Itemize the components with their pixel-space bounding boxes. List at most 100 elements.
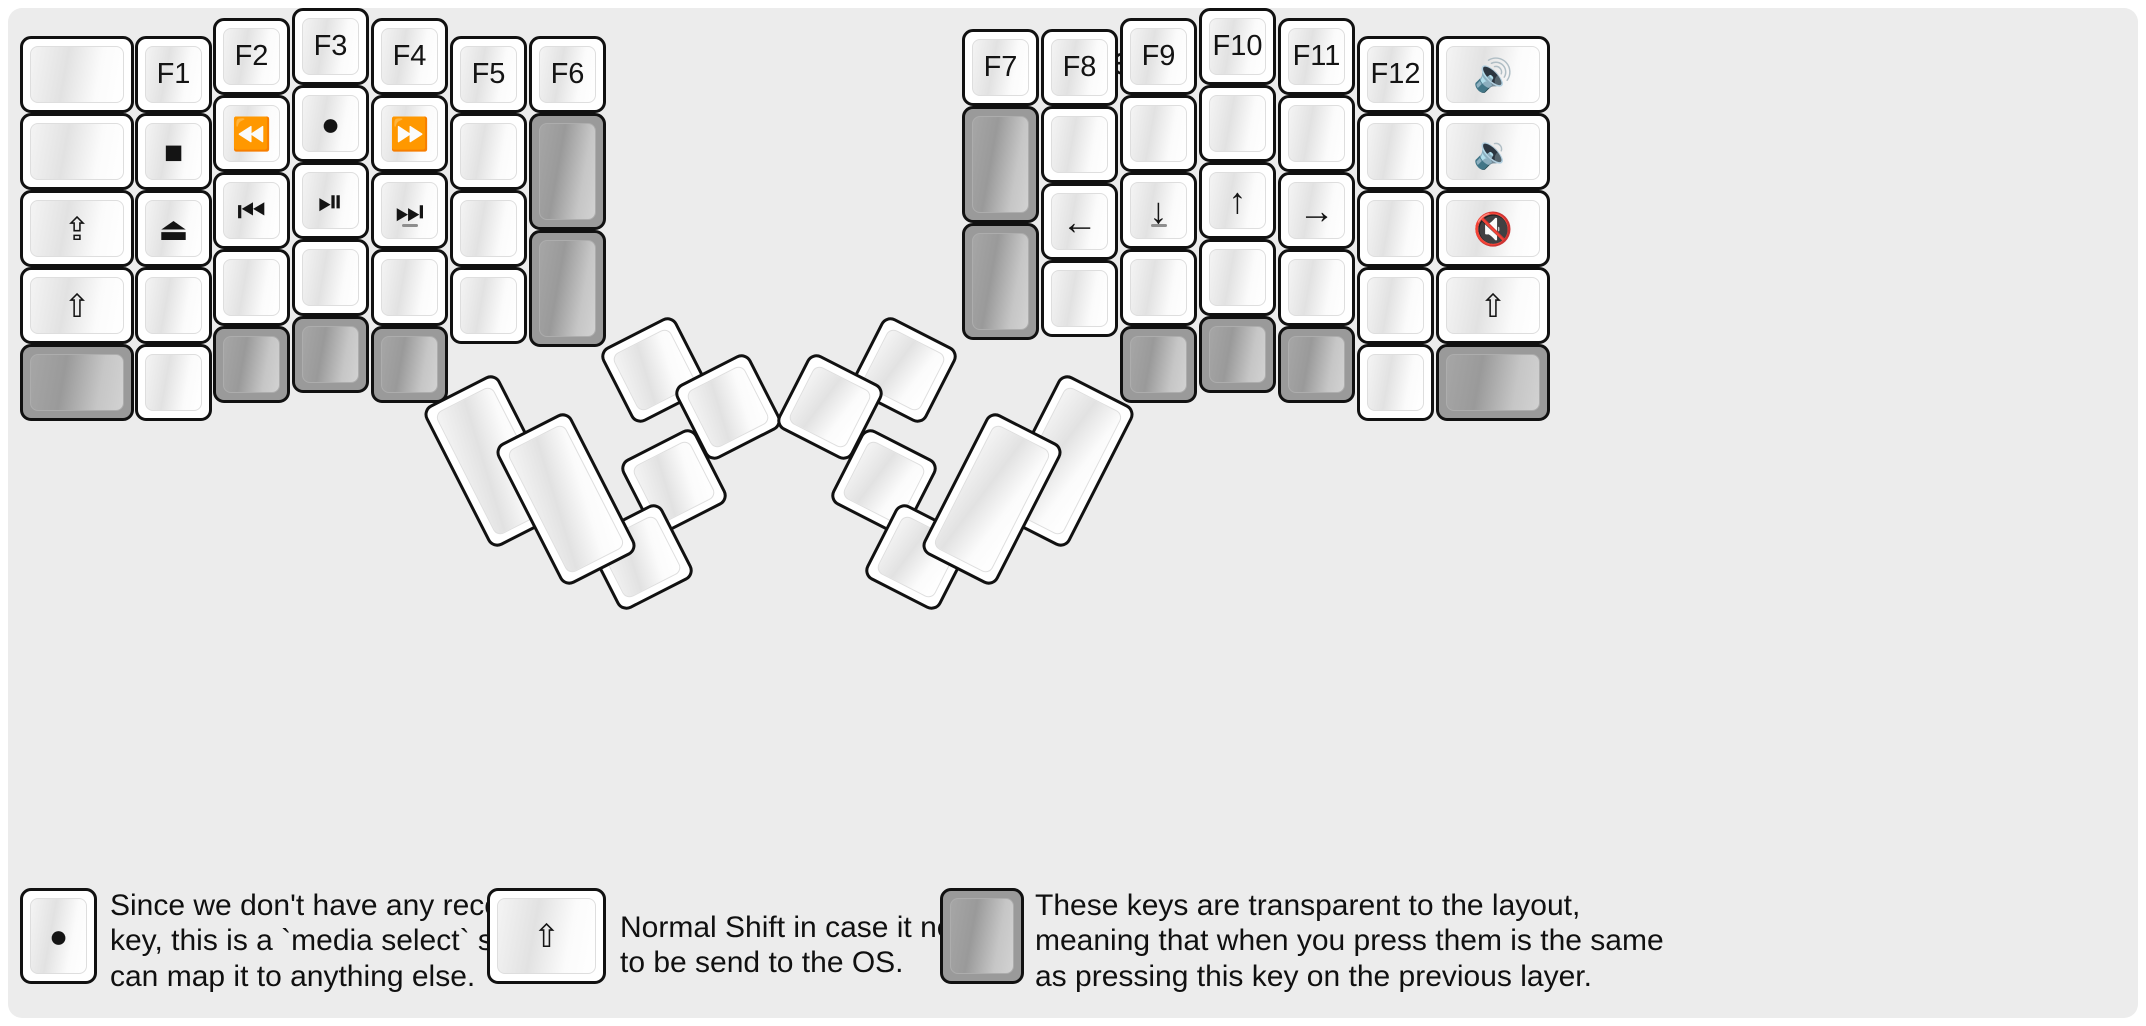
keycap-face: ⏪ [223,105,280,162]
key-index-inner-blank[interactable] [450,267,527,344]
keycap-face [460,123,517,180]
key-pinky-outer-transparent[interactable] [20,344,134,421]
keycap-face: F4 [381,28,438,85]
key-inner-transparent[interactable] [962,223,1039,340]
keycap-face [145,354,202,411]
key-index-transparent[interactable] [1120,326,1197,403]
key-index-inner-arrow-left[interactable]: ← [1041,183,1118,260]
keycap-face [1288,105,1345,162]
key-pinky-f1[interactable]: F1 [135,36,212,113]
keycap-face [539,240,596,337]
legend-keycap-face: ⇧ [497,898,596,974]
key-middle-transparent[interactable] [292,316,369,393]
key-index-inner-f5[interactable]: F5 [450,36,527,113]
key-middle-f3[interactable]: F3 [292,8,369,85]
key-ring-arrow-right[interactable]: → [1278,172,1355,249]
key-pinky-blank[interactable] [1357,344,1434,421]
key-inner-f7[interactable]: F7 [962,29,1039,106]
key-legend-index-f4: F4 [392,40,427,72]
keycap-face: → [1288,182,1345,239]
key-index-inner-blank[interactable] [450,113,527,190]
key-pinky-eject[interactable]: ⏏ [135,190,212,267]
key-ring-transparent[interactable] [1278,326,1355,403]
keycap-face [1367,123,1424,180]
keycap-face [460,277,517,334]
key-pinky-blank[interactable] [1357,267,1434,344]
legend-key-record-note: ● [20,888,97,984]
keycap-face [223,336,280,393]
key-inner-transparent[interactable] [529,113,606,230]
keycap-face: ⇧ [30,277,124,334]
key-pinky-outer-transparent[interactable] [1436,344,1550,421]
key-ring-f11[interactable]: F11 [1278,18,1355,95]
key-index-arrow-down[interactable]: ↓ [1120,172,1197,249]
homing-bar-icon [1150,224,1167,227]
key-middle-f10[interactable]: F10 [1199,8,1276,85]
legend-key-shift-note: ⇧ [487,888,606,984]
key-pinky-blank[interactable] [1357,113,1434,190]
keycap-face: ← [1051,193,1108,250]
key-legend-middle-f3: F3 [313,30,348,62]
key-pinky-blank[interactable] [135,344,212,421]
key-middle-record[interactable]: ● [292,85,369,162]
key-pinky-blank[interactable] [1357,190,1434,267]
keycap-face [30,354,124,411]
keycap-face: F12 [1367,46,1424,103]
key-ring-blank[interactable] [1278,249,1355,326]
key-inner-transparent[interactable] [962,106,1039,223]
key-middle-transparent[interactable] [1199,316,1276,393]
key-index-blank[interactable] [1120,95,1197,172]
key-pinky-outer-blank[interactable] [20,113,134,190]
key-ring-transparent[interactable] [213,326,290,403]
key-legend-inner-f7: F7 [983,51,1018,83]
key-middle-arrow-up[interactable]: ↑ [1199,162,1276,239]
key-pinky-outer-blank[interactable] [20,36,134,113]
key-pinky-outer-volume-up[interactable]: 🔊 [1436,36,1550,113]
keycap-face [1367,200,1424,257]
keycap-face [1446,354,1540,411]
key-pinky-outer-shift[interactable]: ⇧ [20,267,134,344]
key-pinky-stop[interactable]: ■ [135,113,212,190]
key-index-inner-blank[interactable] [450,190,527,267]
key-middle-play-pause[interactable]: ⏯ [292,162,369,239]
key-index-f9[interactable]: F9 [1120,18,1197,95]
legend-key-transparent-note [940,888,1024,984]
key-index-fast-forward[interactable]: ⏩ [371,95,448,172]
key-index-blank[interactable] [371,249,448,326]
keycap-face: F2 [223,28,280,85]
key-index-inner-blank[interactable] [1041,260,1118,337]
keycap-face: ⇪ [30,200,124,257]
keycap-face: F9 [1130,28,1187,85]
keycap-face: F3 [302,18,359,75]
key-pinky-outer-volume-down[interactable]: 🔉 [1436,113,1550,190]
key-index-blank[interactable] [1120,249,1197,326]
key-pinky-f12[interactable]: F12 [1357,36,1434,113]
keycap-face [30,123,124,180]
key-legend-index-next-track: ⏭ [395,192,424,229]
key-index-f4[interactable]: F4 [371,18,448,95]
key-middle-blank[interactable] [1199,239,1276,316]
key-inner-f6[interactable]: F6 [529,36,606,113]
keycap-face [1130,336,1187,393]
key-legend-pinky-outer-volume-up: 🔊 [1473,56,1513,93]
key-pinky-outer-volume-mute[interactable]: 🔇 [1436,190,1550,267]
key-pinky-outer-shift[interactable]: ⇧ [1436,267,1550,344]
key-ring-prev-track[interactable]: ⏮ [213,172,290,249]
key-pinky-blank[interactable] [135,267,212,344]
key-pinky-outer-caps-lock[interactable]: ⇪ [20,190,134,267]
key-index-next-track[interactable]: ⏭ [371,172,448,249]
key-index-inner-f8[interactable]: F8 [1041,29,1118,106]
key-ring-f2[interactable]: F2 [213,18,290,95]
keycap-face: ↓ [1130,182,1187,239]
keycap-face [1130,105,1187,162]
key-index-transparent[interactable] [371,326,448,403]
key-ring-blank[interactable] [1278,95,1355,172]
key-ring-blank[interactable] [213,249,290,326]
key-inner-transparent[interactable] [529,230,606,347]
key-ring-rewind[interactable]: ⏪ [213,95,290,172]
key-middle-blank[interactable] [292,239,369,316]
key-index-inner-blank[interactable] [1041,106,1118,183]
keycap-face [1209,326,1266,383]
keycap-face: 🔇 [1446,200,1540,257]
key-middle-blank[interactable] [1199,85,1276,162]
